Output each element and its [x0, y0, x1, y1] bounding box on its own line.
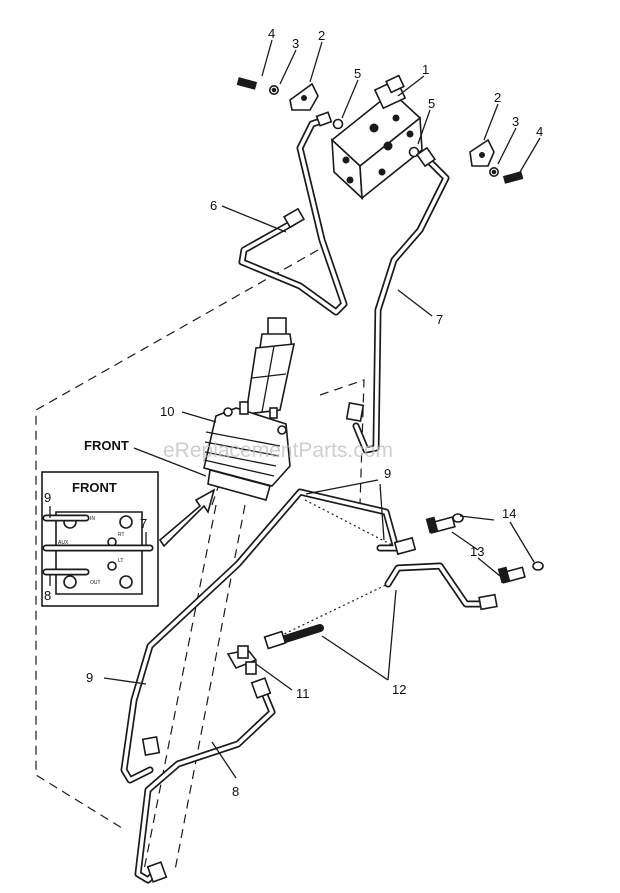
- inset-port-in: IN: [90, 516, 95, 522]
- callout-1: 1: [422, 62, 429, 77]
- callout-11: 11: [296, 686, 310, 701]
- inset-port-out: OUT: [90, 580, 101, 586]
- callout-3-right: 3: [512, 114, 519, 129]
- hydraulic-line-6: [238, 111, 348, 316]
- inset-port-lt: LT: [118, 558, 123, 564]
- callout-10: 10: [160, 404, 174, 419]
- callout-13: 13: [470, 544, 484, 559]
- callout-4-right: 4: [536, 124, 543, 139]
- inset-port-rt: RT: [118, 532, 125, 538]
- callout-leaders: [49, 39, 541, 779]
- callout-2-left: 2: [318, 28, 325, 43]
- watermark: eReplacementParts.com: [163, 439, 393, 462]
- callout-2-right: 2: [494, 90, 501, 105]
- callout-3-left: 3: [292, 36, 299, 51]
- inset-callout-7: 7: [140, 516, 147, 531]
- callout-9-left: 9: [86, 670, 93, 685]
- hydraulic-pump-assembly: [203, 317, 296, 501]
- callout-7: 7: [436, 312, 443, 327]
- callout-14: 14: [502, 506, 516, 521]
- inset-callout-8: 8: [44, 588, 51, 603]
- inset-pointer-arrow: [158, 488, 216, 548]
- tee-fitting: [226, 645, 258, 675]
- callout-5-right: 5: [428, 96, 435, 111]
- callout-6: 6: [210, 198, 217, 213]
- valve-block: [330, 74, 423, 200]
- inset-labels: FRONT 9 7 8 IN AUX RT LT OUT: [44, 480, 147, 603]
- callout-9-right: 9: [384, 466, 391, 481]
- hydraulic-line-7: [345, 146, 450, 454]
- callout-12: 12: [392, 682, 406, 697]
- hydraulic-line-8: [134, 677, 276, 884]
- callout-8: 8: [232, 784, 239, 799]
- inset-title: FRONT: [72, 480, 117, 495]
- inset-port-aux: AUX: [58, 540, 69, 546]
- callout-4-left: 4: [268, 26, 275, 41]
- hydraulic-line-9: [120, 488, 417, 784]
- hydraulic-hose-12: [263, 624, 324, 650]
- hydraulic-line-12: [384, 562, 498, 611]
- fitting-lower: [497, 561, 544, 584]
- front-port-inset: [41, 471, 159, 607]
- front-label: FRONT: [84, 438, 129, 453]
- mounting-hardware-right: [408, 138, 524, 184]
- callout-5-left: 5: [354, 66, 361, 81]
- callout-numbers: 4 3 2 5 1 5 2 3 4 6 7 10 9 14 13 12 11 9…: [86, 26, 543, 799]
- inset-callout-9: 9: [44, 490, 51, 505]
- mounting-hardware-left: [236, 77, 344, 130]
- fitting-upper: [425, 513, 464, 534]
